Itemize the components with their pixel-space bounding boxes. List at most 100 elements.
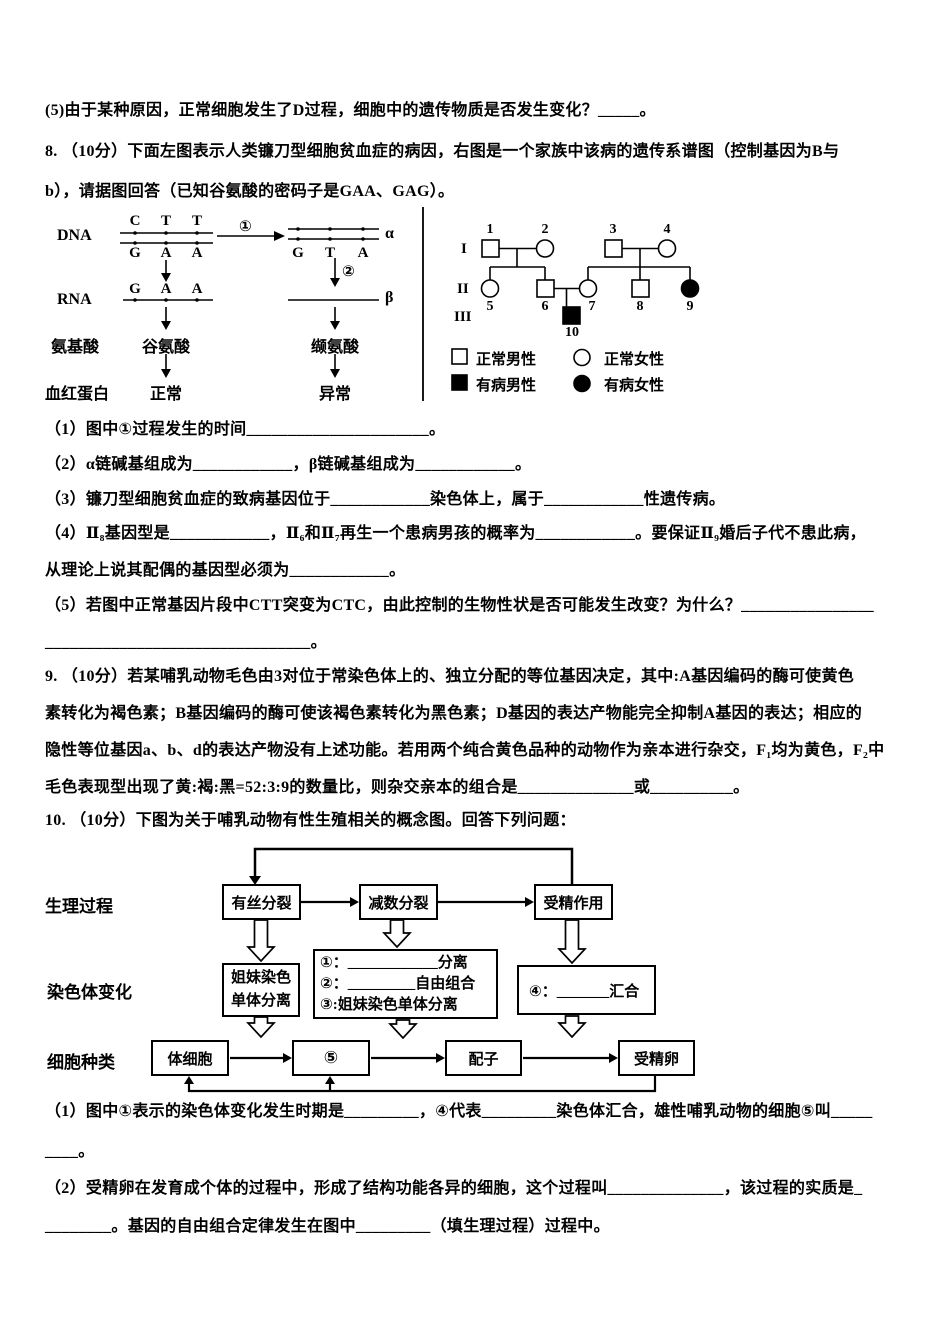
hemoglobin-normal-label: 正常 <box>150 386 183 403</box>
legend-affected-female-icon <box>573 374 591 393</box>
codon-letter: G <box>292 245 304 261</box>
codon-letter: G <box>129 281 141 297</box>
pedigree-individual-9 <box>680 279 700 298</box>
generation-1-label: I <box>461 241 467 257</box>
chromosome-merge-box: ④：_______汇合 <box>517 965 656 1015</box>
q10-flowchart: 生理过程 染色体变化 细胞种类 有丝分裂 减数分裂 受精作用 姐妹染色 单体分离… <box>45 840 915 1098</box>
q10-header-line: 10. （10分）下图为关于哺乳动物有性生殖相关的概念图。回答下列问题： <box>45 812 576 829</box>
flowchart-connectors <box>184 847 657 1093</box>
pedigree-individual-3 <box>604 239 623 258</box>
q10-flowchart-arrows <box>184 847 657 1093</box>
q8-sub5-line1: （5）若图中正常基因片段中CTT突变为CTC，由此控制的生物性状是否可能发生改变… <box>45 597 874 614</box>
q8-sub4-line2: 从理论上说其配偶的基因型必须为____________。 <box>45 562 406 579</box>
row-label-chromosome-change: 染色体变化 <box>47 983 132 1002</box>
q8-figure-graphics <box>120 207 700 401</box>
pedigree-individual-2 <box>535 239 555 258</box>
amino-acid-row-label: 氨基酸 <box>51 339 100 356</box>
pedigree-number-5: 5 <box>486 299 494 314</box>
legend-affected-male-icon <box>451 374 468 391</box>
codon-letter: A <box>160 245 172 261</box>
pedigree-individual-6 <box>536 279 555 298</box>
chromosome-change-line2: ②：_________自由组合 <box>320 976 476 992</box>
legend-affected-male-label: 有病男性 <box>476 378 537 394</box>
q10-sub2-line1: （2）受精卵在发育成个体的过程中，形成了结构功能各异的细胞，这个过程叫_____… <box>45 1180 863 1197</box>
q8-sub3-line: （3）镰刀型细胞贫血症的致病基因位于____________染色体上，属于___… <box>45 491 726 508</box>
pedigree-individual-8 <box>631 279 650 298</box>
step1-circled-number: ① <box>239 219 252 235</box>
pedigree-number-10: 10 <box>565 325 579 340</box>
sister-chromatid-box: 姐妹染色 单体分离 <box>222 963 300 1017</box>
pedigree-number-6: 6 <box>541 299 549 314</box>
pedigree-number-4: 4 <box>663 222 671 237</box>
meiosis-box: 减数分裂 <box>359 884 438 920</box>
hemoglobin-row-label: 血红蛋白 <box>45 386 110 403</box>
mitosis-box: 有丝分裂 <box>222 884 301 920</box>
pedigree-individual-10 <box>562 306 581 325</box>
q10-sub2-line2: ________。基因的自由组合定律发生在图中_________（填生理过程）过… <box>45 1218 610 1235</box>
pedigree-number-2: 2 <box>541 222 549 237</box>
codon-letter: T <box>324 245 335 261</box>
chromosome-change-box: ①：____________分离 ②：_________自由组合 ③:姐妹染色单… <box>313 949 498 1019</box>
q10-sub1-line1: （1）图中①表示的染色体变化发生时期是_________，④代表________… <box>45 1103 873 1120</box>
zygote-box: 受精卵 <box>618 1040 695 1076</box>
codon-letter: T <box>191 213 202 229</box>
pedigree-individual-7 <box>578 279 598 298</box>
somatic-cell-box: 体细胞 <box>151 1040 229 1076</box>
fertilization-box: 受精作用 <box>534 884 613 920</box>
hemoglobin-abnormal-label: 异常 <box>319 386 352 403</box>
codon-letter: G <box>129 245 141 261</box>
legend-affected-female-label: 有病女性 <box>604 378 665 394</box>
pedigree-number-9: 9 <box>686 299 694 314</box>
dna-row-label: DNA <box>57 227 92 244</box>
pedigree-individual-4 <box>657 239 677 258</box>
pedigree-individual-5 <box>480 279 500 298</box>
cell-5-box: ⑤ <box>292 1040 370 1076</box>
q8-sub5-line2: ________________________________。 <box>45 634 327 651</box>
beta-chain-label: β <box>385 289 394 306</box>
pedigree-number-8: 8 <box>636 299 644 314</box>
legend-normal-male-label: 正常男性 <box>476 352 537 368</box>
q8-header-line1: 8. （10分）下面左图表示人类镰刀型细胞贫血症的病因，右图是一个家族中该病的遗… <box>45 143 840 160</box>
q8-figure: DNA C T T G A A ① α G T A ② β RNA G A A … <box>45 203 915 405</box>
q8-sub2-line: （2）α链碱基组成为____________，β链碱基组成为__________… <box>45 456 532 473</box>
legend-normal-male-icon <box>451 348 468 365</box>
row-label-cell-type: 细胞种类 <box>47 1053 115 1072</box>
gamete-box: 配子 <box>445 1040 522 1076</box>
q9-line3: 隐性等位基因a、b、d的表达产物没有上述功能。若用两个纯合黄色品种的动物作为亲本… <box>45 742 885 759</box>
generation-3-label: III <box>454 309 472 325</box>
step2-circled-number: ② <box>342 264 355 280</box>
codon-letter: T <box>160 213 171 229</box>
q8-sub4-line1: （4）Ⅱ₈基因型是____________，Ⅱ₆和Ⅱ₇再生一个患病男孩的概率为_… <box>45 525 866 542</box>
row-label-physiological-process: 生理过程 <box>45 897 113 916</box>
rna-row-label: RNA <box>57 291 92 308</box>
sister-chromatid-line1: 姐妹染色 <box>230 970 291 986</box>
legend-normal-female-icon <box>573 348 591 367</box>
chromosome-change-line3: ③:姐妹染色单体分离 <box>320 997 458 1013</box>
pedigree-individual-1 <box>481 239 500 258</box>
q8-header-line2: b），请据图回答（已知谷氨酸的密码子是GAA、GAG）。 <box>45 183 455 200</box>
pedigree-chart <box>451 239 700 393</box>
q9-line4: 毛色表现型出现了黄:褐:黑=52:3:9的数量比，则杂交亲本的组合是______… <box>45 779 750 796</box>
pedigree-number-3: 3 <box>609 222 617 237</box>
generation-2-label: II <box>457 281 469 297</box>
codon-letter: A <box>160 281 172 297</box>
codon-letter: A <box>191 245 203 261</box>
base-pair-dots <box>133 227 365 302</box>
pedigree-number-1: 1 <box>486 222 494 237</box>
codon-letter: C <box>129 213 141 229</box>
codon-letter: A <box>191 281 203 297</box>
legend-normal-female-label: 正常女性 <box>604 352 665 368</box>
q9-line1: 9. （10分）若某哺乳动物毛色由3对位于常染色体上的、独立分配的等位基因决定，… <box>45 668 855 685</box>
codon-letter: A <box>357 245 369 261</box>
chromosome-change-line1: ①：____________分离 <box>320 955 468 971</box>
sister-chromatid-line2: 单体分离 <box>230 993 291 1009</box>
q9-line2: 素转化为褐色素；B基因编码的酶可使该褐色素转化为黑色素；D基因的表达产物能完全抑… <box>45 705 863 722</box>
q8-sub1-line: （1）图中①过程发生的时间______________________。 <box>45 421 446 438</box>
dna-mutation-diagram <box>120 207 424 401</box>
glutamate-label: 谷氨酸 <box>142 339 191 356</box>
valine-label: 缬氨酸 <box>311 339 360 356</box>
process-arrows <box>161 231 340 378</box>
pedigree-number-7: 7 <box>588 299 596 314</box>
q7-part5-line: (5)由于某种原因，正常细胞发生了D过程，细胞中的遗传物质是否发生变化？____… <box>45 102 656 119</box>
